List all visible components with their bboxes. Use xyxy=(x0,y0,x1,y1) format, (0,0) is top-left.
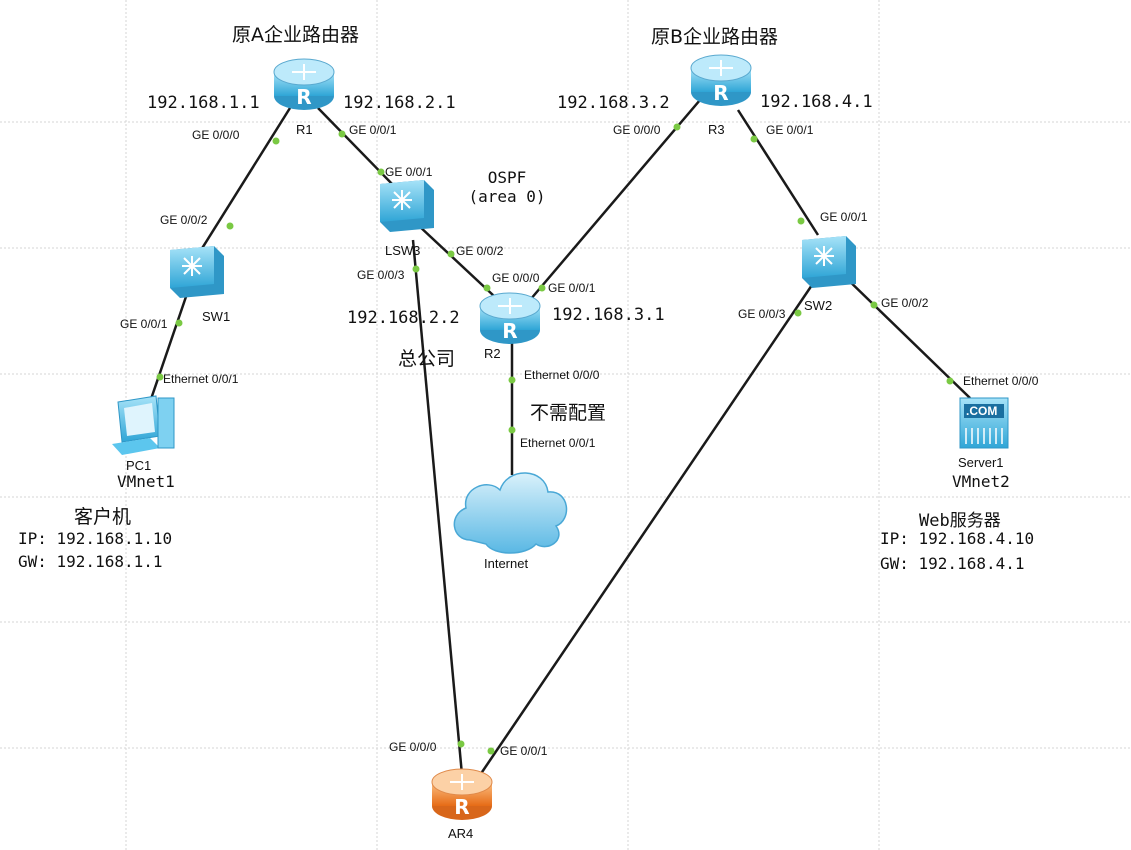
router-r3-icon: R xyxy=(690,54,752,106)
port-ar4-g000: GE 0/0/0 xyxy=(389,740,437,754)
cloud-internet-icon xyxy=(453,472,568,554)
svg-text:R: R xyxy=(296,85,311,109)
port-sw1-g001: GE 0/0/1 xyxy=(120,317,168,331)
link-lsw3-r2 xyxy=(417,224,495,297)
port-r3-g000: GE 0/0/0 xyxy=(613,123,661,137)
vmnet1-label: VMnet1 xyxy=(117,472,175,491)
server-ip: IP: 192.168.4.10 xyxy=(880,529,1035,548)
port-sw1-g002: GE 0/0/2 xyxy=(160,213,208,227)
port-r2-g000: GE 0/0/0 xyxy=(492,271,540,285)
router-b-title: 原B企业路由器 xyxy=(651,26,779,48)
device-sw2-label: SW2 xyxy=(804,298,833,313)
port-dots xyxy=(156,123,954,755)
device-r2-label: R2 xyxy=(484,346,501,361)
vmnet2-label: VMnet2 xyxy=(952,472,1010,491)
ip-r2-right: 192.168.3.1 xyxy=(552,305,665,325)
switch-sw1-icon xyxy=(170,246,224,298)
hq-label: 总公司 xyxy=(398,348,456,370)
ip-r3-left: 192.168.3.2 xyxy=(557,93,670,113)
link-sw1-pc1 xyxy=(148,284,192,403)
link-r1-sw1 xyxy=(194,107,292,259)
ip-lsw3-r2: 192.168.2.2 xyxy=(347,308,460,328)
no-config-label: 不需配置 xyxy=(530,402,607,424)
client-title: 客户机 xyxy=(74,506,132,528)
port-server-eth: Ethernet 0/0/0 xyxy=(963,374,1039,388)
svg-text:R: R xyxy=(454,795,469,819)
link-r3-sw2 xyxy=(736,109,820,236)
ospf-area: (area 0) xyxy=(468,187,546,206)
device-r3-label: R3 xyxy=(708,122,725,137)
port-sw2-g003: GE 0/0/3 xyxy=(738,307,786,321)
device-pc1-label: PC1 xyxy=(126,458,152,473)
port-r2-g001: GE 0/0/1 xyxy=(548,281,596,295)
server-server1-icon xyxy=(959,397,1009,449)
router-ar4-icon: R xyxy=(431,768,493,820)
ip-r1-left: 192.168.1.1 xyxy=(147,93,260,113)
pc-pc1-icon xyxy=(112,395,175,455)
link-sw2-ar4 xyxy=(476,284,814,779)
ip-r1-right: 192.168.2.1 xyxy=(343,93,456,113)
port-lsw3-g002: GE 0/0/2 xyxy=(456,244,504,258)
port-pc1-eth: Ethernet 0/0/1 xyxy=(163,372,239,386)
port-sw2-g002: GE 0/0/2 xyxy=(881,296,929,310)
switch-sw2-icon xyxy=(802,236,856,288)
device-r1-label: R1 xyxy=(296,122,313,137)
port-lsw3-g003: GE 0/0/3 xyxy=(357,268,405,282)
device-internet-label: Internet xyxy=(484,556,529,571)
port-r2-eth000: Ethernet 0/0/0 xyxy=(524,368,600,382)
client-ip: IP: 192.168.1.10 xyxy=(18,529,173,548)
link-lsw3-ar4 xyxy=(411,239,464,776)
ip-r3-right: 192.168.4.1 xyxy=(760,92,873,112)
router-a-title: 原A企业路由器 xyxy=(232,24,359,46)
link-sw2-server xyxy=(839,271,971,399)
port-cloud-eth001: Ethernet 0/0/1 xyxy=(520,436,596,450)
device-lsw3-label: LSW3 xyxy=(385,243,421,258)
device-sw1-label: SW1 xyxy=(202,309,231,324)
port-r1-g001: GE 0/0/1 xyxy=(349,123,397,137)
port-lsw3-g001: GE 0/0/1 xyxy=(385,165,433,179)
device-ar4-label: AR4 xyxy=(448,826,474,841)
device-server1-label: Server1 xyxy=(958,455,1004,470)
switch-lsw3-icon xyxy=(380,180,434,232)
port-ar4-g001: GE 0/0/1 xyxy=(500,744,548,758)
port-r1-g000: GE 0/0/0 xyxy=(192,128,240,142)
server-badge: .COM xyxy=(966,404,998,418)
router-r1-icon: R xyxy=(273,58,335,110)
port-sw2-g001: GE 0/0/1 xyxy=(820,210,868,224)
ospf-name: OSPF xyxy=(487,168,527,187)
link-r3-r2 xyxy=(529,99,701,301)
port-r3-g001: GE 0/0/1 xyxy=(766,123,814,137)
ospf-label: OSPF (area 0) xyxy=(462,168,552,206)
svg-text:R: R xyxy=(502,319,517,343)
router-r2-icon: R xyxy=(479,292,541,344)
server-gw: GW: 192.168.4.1 xyxy=(880,554,1025,573)
svg-text:R: R xyxy=(713,81,728,105)
client-gw: GW: 192.168.1.1 xyxy=(18,552,163,571)
web-server-title: Web服务器 xyxy=(919,511,1001,531)
